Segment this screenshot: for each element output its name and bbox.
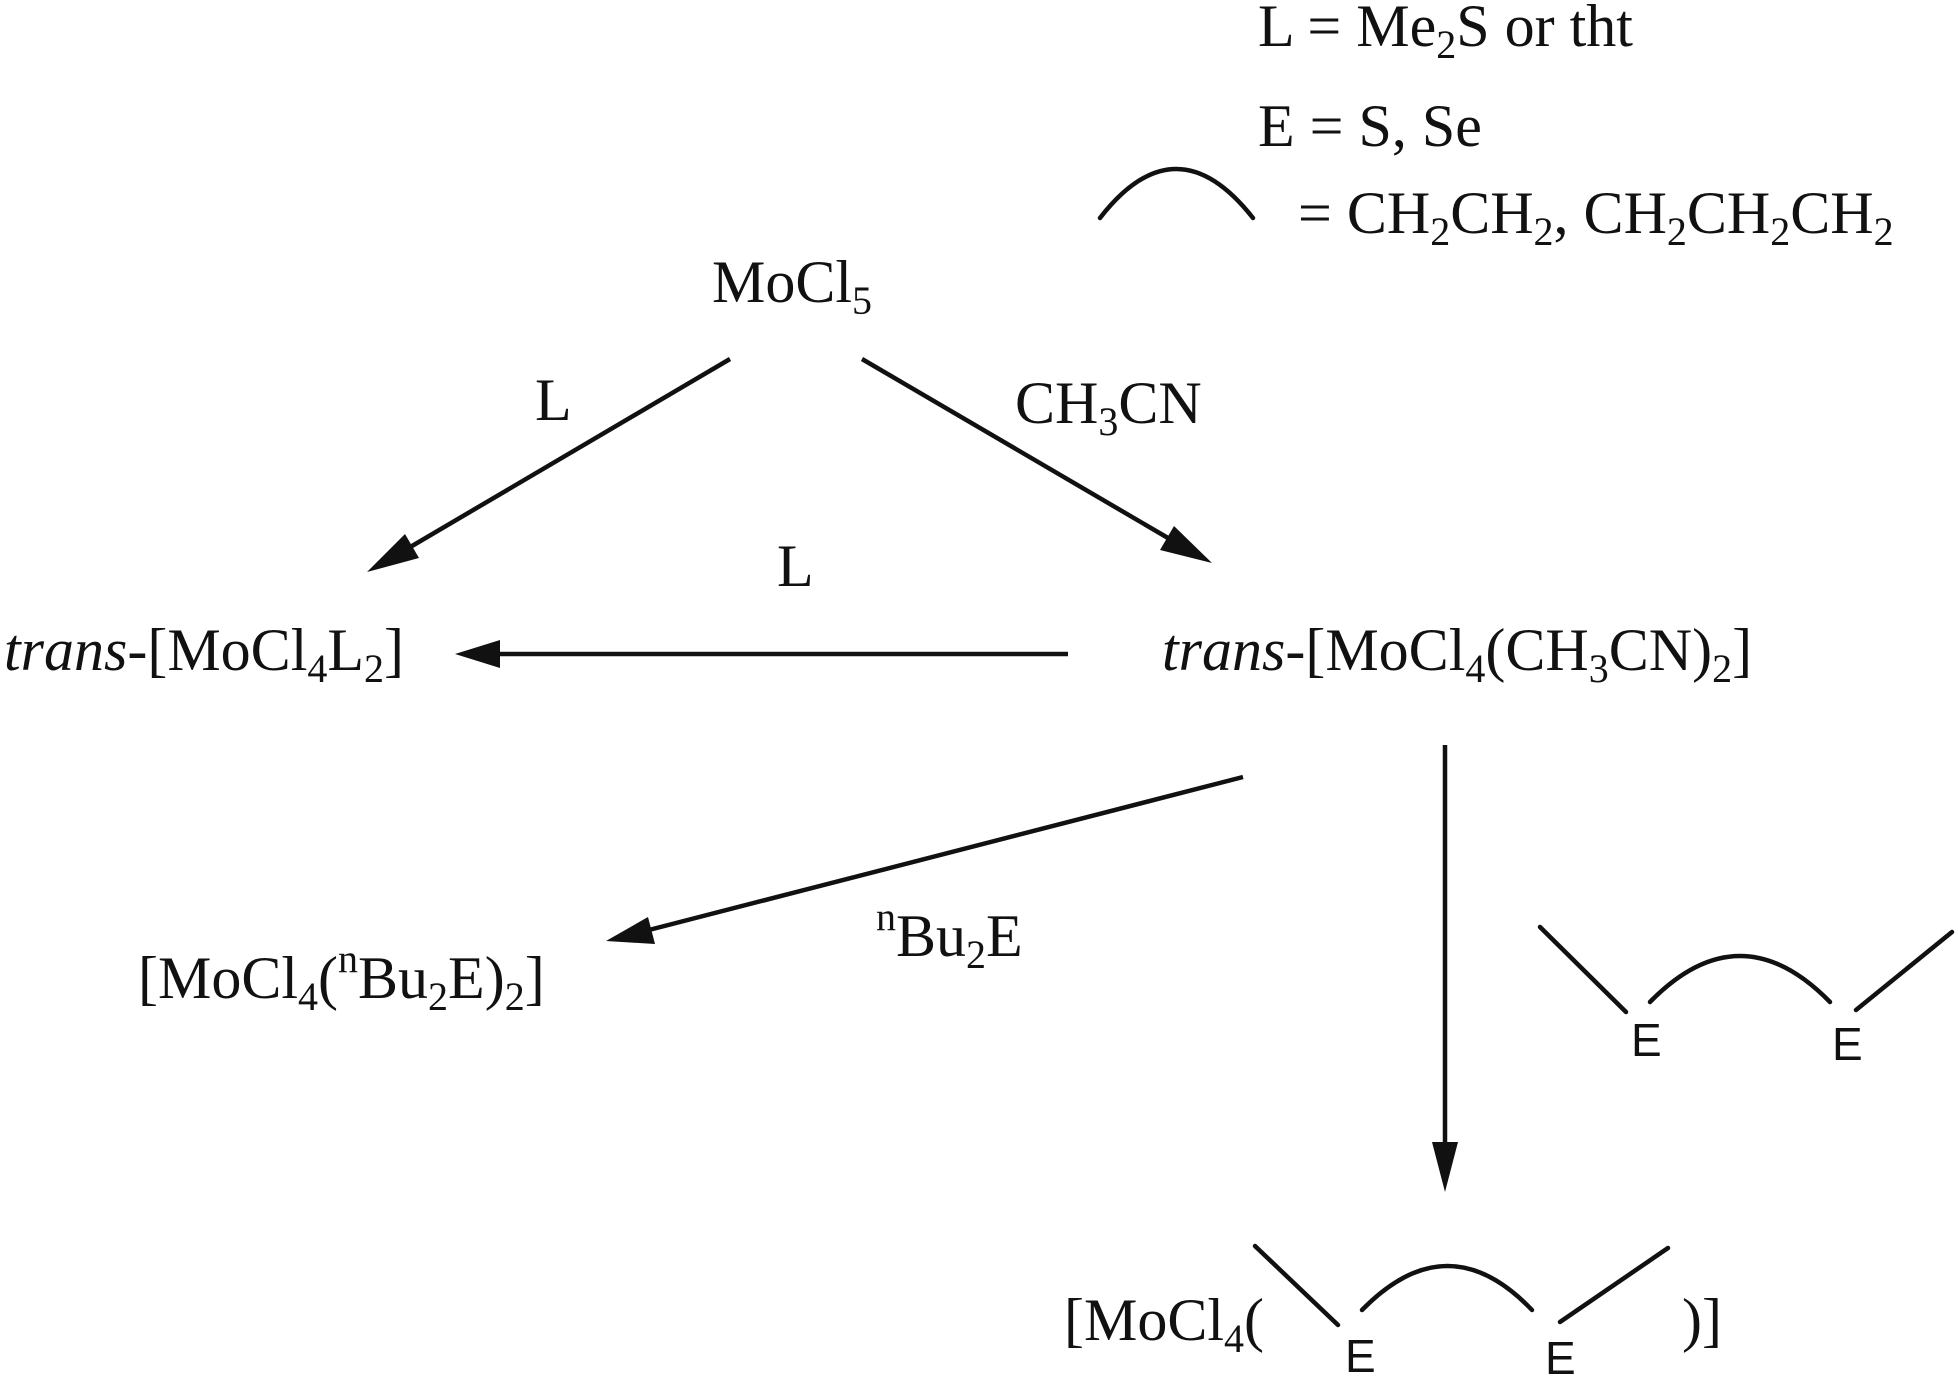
- legend-bridge-definition: = CH2CH2, CH2CH2CH2: [1298, 180, 1894, 254]
- reagent-nbu2e: nBu2E: [876, 894, 1023, 977]
- chelate-right-bond: [1557, 1245, 1671, 1325]
- arrow-head-to-trans-l2: [367, 534, 419, 572]
- chelate-donor-atom-right: E: [1545, 1332, 1576, 1379]
- compound-trans-mocl4-mecn2: trans-[MoCl4(CH3CN)2]: [1162, 617, 1752, 691]
- arrow-to-nbu2e-complex: [644, 774, 1244, 934]
- chelate-left-bond: [1252, 1243, 1341, 1328]
- chelate-bridge-arc: [1359, 1263, 1535, 1313]
- arrow-head-to-nbu2e-complex: [606, 917, 655, 944]
- chelate-donor-atom-left: E: [1345, 1330, 1376, 1379]
- ligand-right-bond: [1853, 929, 1955, 1013]
- compound-mocl5: MoCl5: [712, 249, 872, 323]
- compound-mocl4-nbu2e2: [MoCl4(nBu2E)2]: [138, 936, 545, 1019]
- legend-bridge-arc: [1097, 166, 1256, 221]
- legend-element-definition: E = S, Se: [1258, 93, 1482, 159]
- ligand-left-bond: [1537, 924, 1629, 1015]
- reagent-l-middle: L: [777, 533, 814, 599]
- arrow-head-mecn-to-l2: [455, 640, 500, 668]
- reagent-l-left: L: [535, 367, 572, 433]
- arrow-to-trans-l2: [393, 357, 732, 558]
- compound-trans-mocl4l2: trans-[MoCl4L2]: [4, 617, 404, 691]
- arrow-head-to-trans-mecn: [1160, 526, 1212, 563]
- ligand-bridge-arc: [1647, 953, 1833, 1005]
- ligand-donor-atom-left: E: [1631, 1014, 1662, 1066]
- ligand-donor-atom-right: E: [1832, 1018, 1863, 1070]
- compound-chelate-complex-open: [MoCl4(: [1064, 1287, 1264, 1361]
- reagent-acetonitrile: CH3CN: [1015, 370, 1202, 444]
- arrow-to-trans-mecn: [860, 357, 1182, 547]
- arrow-head-to-chelate-complex: [1432, 1142, 1458, 1192]
- legend-ligand-definition: L = Me2S or tht: [1258, 0, 1633, 67]
- compound-chelate-complex-close: )]: [1682, 1287, 1722, 1353]
